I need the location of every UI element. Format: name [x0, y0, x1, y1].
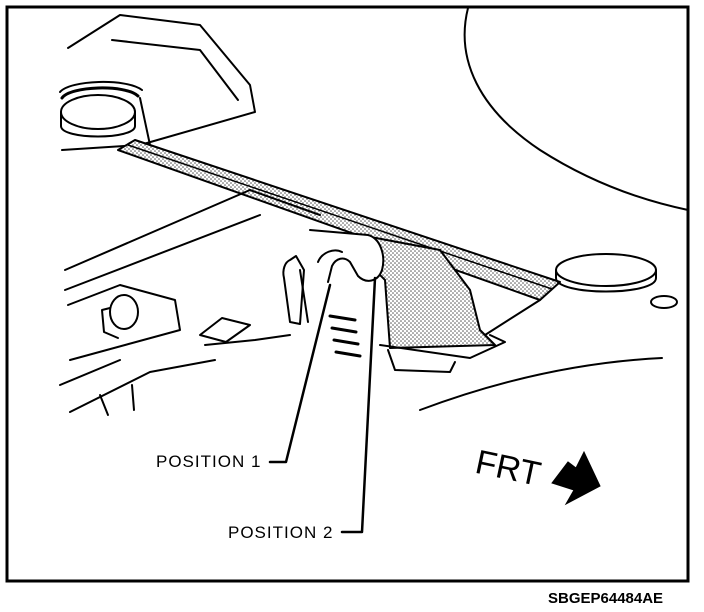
rear-mounting-stud [59, 81, 143, 138]
figure-code: SBGEP64484AE [548, 590, 664, 607]
position-1-label: POSITION 1 [156, 452, 262, 471]
floor-hole [650, 295, 678, 309]
body-panel-curve [463, 7, 689, 211]
arrow-right-down-icon [551, 450, 601, 506]
position-bracket [282, 255, 305, 325]
position-1-leader [268, 283, 332, 464]
latch-hook [309, 229, 385, 283]
frame-bolt [101, 294, 139, 339]
position-2-label: POSITION 2 [228, 523, 334, 542]
upper-panel-edge [111, 39, 239, 101]
floor-line [419, 357, 663, 411]
position-2-leader [340, 276, 377, 534]
front-mounting-stud [555, 253, 657, 293]
diagram-border [5, 5, 690, 583]
seat-frame-outline [64, 189, 321, 271]
